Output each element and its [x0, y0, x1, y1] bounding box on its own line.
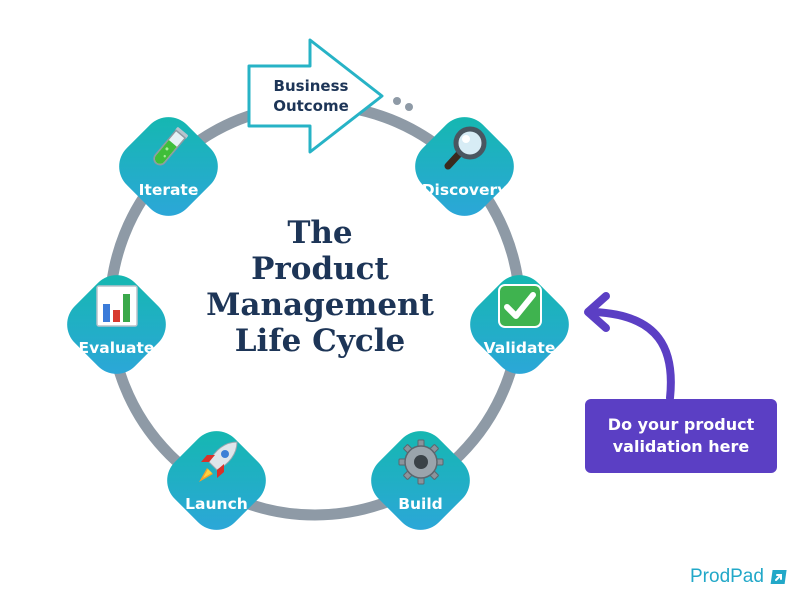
dot-1 [393, 97, 401, 105]
outcome-line: Business [273, 77, 349, 95]
title-line: The [287, 215, 353, 251]
title-line: Management [206, 287, 434, 323]
callout-arrow-head [584, 292, 610, 332]
stage-label: Evaluate [78, 339, 155, 357]
brand-name: ProdPad [690, 566, 764, 587]
bar-chart-icon [54, 282, 179, 332]
rocket-icon [154, 438, 279, 488]
prodpad-logo[interactable]: ProdPad [690, 566, 788, 588]
stage-iterate[interactable]: Iterate [106, 104, 231, 229]
business-outcome-label: Business Outcome [256, 76, 366, 116]
outcome-line: Outcome [273, 97, 349, 115]
validation-callout: Do your product validation here [585, 399, 777, 473]
diagram-title: The Product Management Life Cycle [200, 215, 440, 359]
stage-validate[interactable]: Validate [457, 262, 582, 387]
stage-label: Iterate [138, 181, 199, 199]
stage-label: Validate [483, 339, 556, 357]
callout-line: Do your product [607, 415, 755, 434]
business-outcome-arrow [247, 38, 384, 154]
stage-label: Launch [185, 495, 248, 513]
title-line: Life Cycle [234, 323, 406, 359]
test-tube-icon [106, 124, 231, 174]
stage-discovery[interactable]: Discovery [402, 104, 527, 229]
title-line: Product [251, 251, 389, 287]
stage-label: Discovery [421, 181, 508, 199]
magnifying-glass-icon [402, 124, 527, 174]
gear-icon [358, 438, 483, 488]
check-mark-icon [457, 282, 582, 332]
stage-evaluate[interactable]: Evaluate [54, 262, 179, 387]
stage-launch[interactable]: Launch [154, 418, 279, 543]
prodpad-logo-icon [770, 570, 787, 584]
callout-line: validation here [612, 437, 750, 456]
dot-2 [405, 103, 413, 111]
stage-label: Build [398, 495, 443, 513]
stage-build[interactable]: Build [358, 418, 483, 543]
callout-arrow [590, 308, 675, 402]
